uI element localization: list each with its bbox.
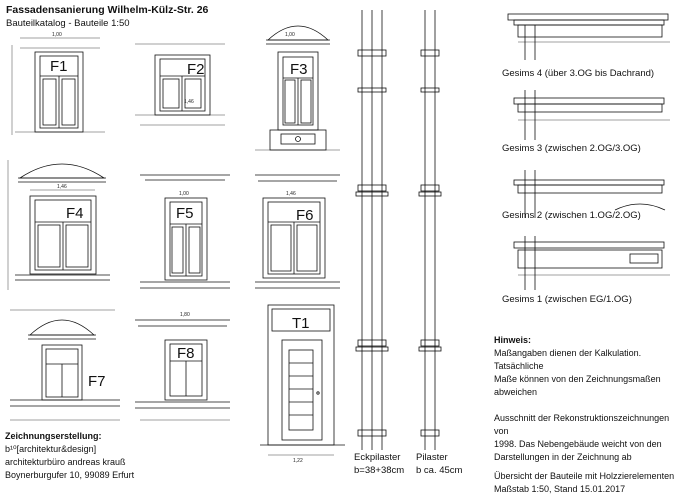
dim-t1-width: 1,22 [293,458,303,464]
pilaster-size: b ca. 45cm [416,465,463,476]
dim-f4-width: 1,46 [57,184,67,190]
gesims-3-label: Gesims 3 (zwischen 2.OG/3.OG) [502,143,641,154]
hinweis-heading: Hinweis: [494,335,532,345]
label-f5: F5 [176,205,194,222]
dim-f2-width: 1,46 [184,99,194,105]
hinweis-line-1: Maßangaben dienen der Kalkulation. Tatsä… [494,348,642,371]
dim-f8-width: 1,80 [180,312,190,318]
dim-f1-width: 1,00 [52,32,62,38]
eckpilaster-label: Eckpilaster [354,452,401,463]
label-f6: F6 [296,207,314,224]
hinweis-line-4: Ausschnitt der Rekonstruktionszeichnunge… [494,413,670,436]
window-f1-drawing [11,37,105,135]
pilaster-drawing [418,10,442,450]
gesims-1-drawing [513,236,670,290]
hinweis-line-8: Maßstab 1:50, Stand 15.01.2017 [494,484,626,494]
gesims-4-label: Gesims 4 (über 3.OG bis Dachrand) [502,68,655,79]
label-f7: F7 [88,373,106,390]
label-f8: F8 [177,345,195,362]
credits-block: Zeichnungserstellung: b¹⁰[architektur&de… [5,430,175,482]
hinweis-line-6: Darstellungen in der Zeichnung ab [494,452,632,462]
hinweis-line-7: Übersicht der Bauteile mit Holzziereleme… [494,471,675,481]
label-t1: T1 [292,315,310,332]
hinweis-line-2: Maße können von den Zeichnungsmaßen [494,374,661,384]
dim-f5-width: 1,00 [179,191,189,197]
window-f4-drawing [7,160,110,290]
credits-heading: Zeichnungserstellung: [5,431,102,441]
credits-line-1: b¹⁰[architektur&design] [5,444,97,454]
window-f2-drawing [135,43,225,126]
hinweis-line-5: 1998. Das Nebengebäude weicht von den [494,439,662,449]
door-t1-drawing [260,304,345,456]
gesims-3-drawing [513,90,670,140]
window-f7-drawing [10,309,120,421]
gesims-1-label: Gesims 1 (zwischen EG/1.OG) [502,294,632,305]
eckpilaster-drawing [355,10,389,450]
gesims-2-drawing [513,170,666,218]
window-f8-drawing [135,319,230,421]
page-title: Fassadensanierung Wilhelm-Külz-Str. 26 [6,4,209,16]
dim-f3-width: 1,00 [285,32,295,38]
page-subtitle: Bauteilkatalog - Bauteile 1:50 [6,18,130,29]
label-f3: F3 [290,61,308,78]
credits-line-2: architekturbüro andreas krauß [5,457,126,467]
label-f1: F1 [50,58,68,75]
credits-line-3: Boynerburgufer 10, 99089 Erfurt [5,470,135,480]
eckpilaster-size: b=38+38cm [354,465,405,476]
label-f2: F2 [187,61,205,78]
window-f6-drawing [255,174,340,289]
window-f5-drawing [140,174,230,289]
dim-f6-width: 1,46 [286,191,296,197]
label-f4: F4 [66,205,84,222]
gesims-4-drawing [507,13,670,60]
drawing-sheet: 1,00 1,46 1,46 1,00 1,46 1,80 1,22 1,00 [7,10,670,464]
pilaster-label: Pilaster [416,452,448,463]
window-f3-drawing [255,25,340,151]
gesims-2-label: Gesims 2 (zwischen 1.OG/2.OG) [502,210,641,221]
hinweis-line-3: abweichen [494,387,538,397]
hinweis-block: Hinweis: Maßangaben dienen der Kalkulati… [494,334,682,496]
